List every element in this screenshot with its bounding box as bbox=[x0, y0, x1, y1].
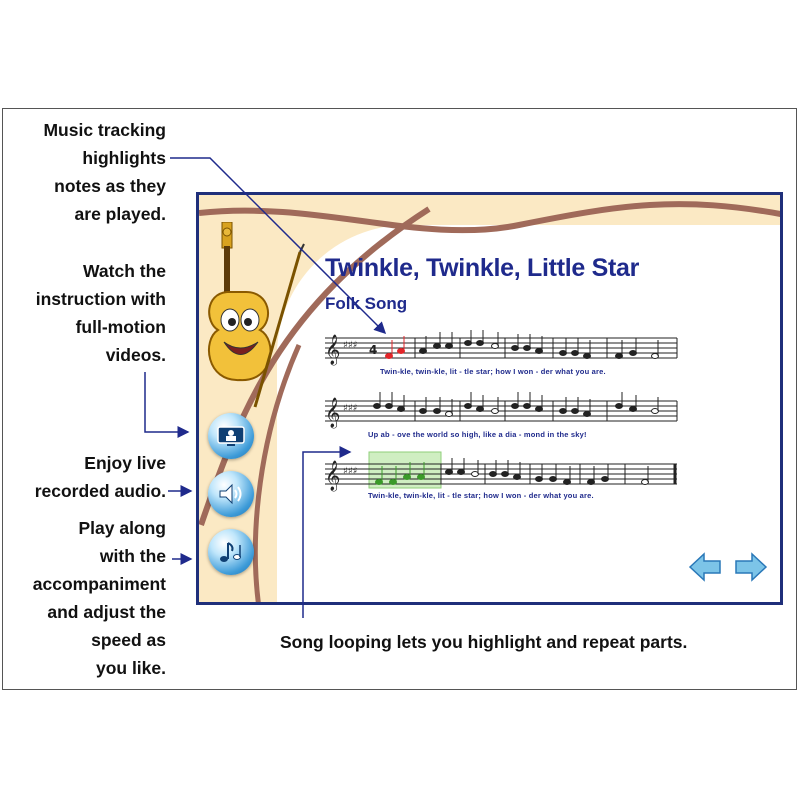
music-notes-icon bbox=[220, 542, 241, 562]
video-screen-icon bbox=[217, 426, 245, 446]
svg-text:♯♯♯: ♯♯♯ bbox=[343, 340, 358, 351]
svg-text:♯♯♯: ♯♯♯ bbox=[343, 466, 358, 477]
callout-song-looping: Song looping lets you highlight and repe… bbox=[280, 632, 688, 652]
staff-1: 𝄞 ♯♯♯ 4 bbox=[325, 330, 678, 366]
audio-button[interactable] bbox=[208, 471, 254, 517]
svg-text:𝄞: 𝄞 bbox=[325, 460, 340, 492]
accompaniment-button[interactable] bbox=[208, 529, 254, 575]
svg-text:♯♯♯: ♯♯♯ bbox=[343, 403, 358, 414]
svg-text:𝄞: 𝄞 bbox=[325, 334, 340, 366]
video-button[interactable] bbox=[208, 413, 254, 459]
callout-play-along: Play along with the accompaniment and ad… bbox=[32, 518, 166, 678]
speaker-icon bbox=[219, 483, 242, 505]
callout-videos: Watch the instruction with full-motion v… bbox=[35, 261, 166, 365]
svg-text:4: 4 bbox=[369, 343, 377, 357]
staff-2: 𝄞 ♯♯♯ bbox=[325, 392, 678, 429]
svg-text:𝄞: 𝄞 bbox=[325, 397, 340, 429]
left-arrow-icon[interactable] bbox=[688, 552, 722, 582]
sheet-music: 𝄞 ♯♯♯ 4 𝄞 ♯♯♯ bbox=[325, 330, 678, 492]
right-arrow-icon[interactable] bbox=[734, 552, 768, 582]
callout-music-tracking: Music tracking highlights notes as they … bbox=[43, 120, 166, 224]
staff-3: 𝄞 ♯♯♯ bbox=[325, 451, 677, 492]
lyrics-line-1: Twin-kle, twin-kle, lit - tle star; how … bbox=[380, 367, 606, 376]
violin-mascot bbox=[208, 222, 305, 408]
song-title: Twinkle, Twinkle, Little Star bbox=[325, 254, 640, 282]
callout-audio: Enjoy live recorded audio. bbox=[34, 453, 166, 501]
lyrics-line-3: Twin-kle, twin-kle, lit - tle star; how … bbox=[368, 491, 594, 500]
song-subtitle: Folk Song bbox=[325, 294, 408, 313]
lyrics-line-2: Up ab - ove the world so high, like a di… bbox=[368, 430, 587, 439]
